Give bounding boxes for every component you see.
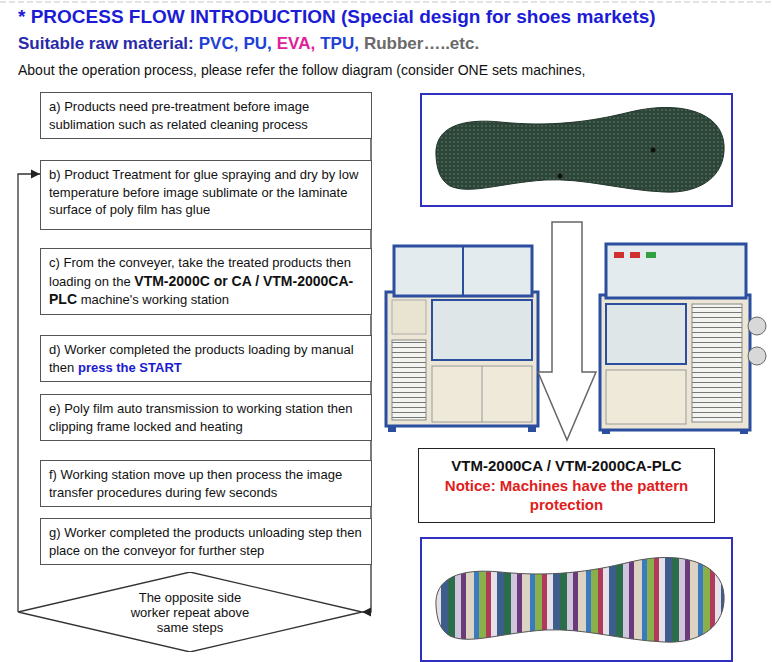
process-box: e) Poly film auto transmission to workin…: [40, 394, 372, 441]
material-label: EVA,: [277, 34, 315, 53]
material-label: Suitable raw material:: [18, 34, 194, 53]
flow-connector: [371, 382, 372, 394]
flow-connector: [371, 315, 372, 335]
flow-connector: [371, 139, 372, 160]
process-box: d) Worker completed the products loading…: [40, 335, 372, 382]
connector-line: [370, 382, 371, 394]
connector-line: [370, 507, 371, 518]
page-title: * PROCESS FLOW INTRODUCTION (Special des…: [18, 6, 656, 28]
node-text: e) Poly film auto transmission to workin…: [49, 401, 352, 434]
diamond-text: The opposite side worker repeat above sa…: [120, 590, 260, 635]
process-box: f) Working station move up then process …: [40, 460, 372, 507]
node-text: a) Products need pre-treatment before im…: [49, 99, 309, 132]
connector-line: [370, 441, 371, 460]
connector-line: [18, 174, 40, 612]
process-box: b) Product Treatment for glue spraying a…: [40, 160, 372, 230]
flow-connector: [371, 230, 372, 248]
material-label: PU,: [243, 34, 271, 53]
material-label: Rubber…..etc.: [364, 34, 479, 53]
process-box: c) From the conveyer, take the treated p…: [40, 248, 372, 315]
flow-connector: [371, 441, 372, 460]
flow-connector: [362, 565, 371, 616]
flow-connector: [18, 170, 40, 613]
node-text: VTM-2000CA / VTM-2000CA-PLC: [427, 456, 706, 476]
arrow-head: [362, 608, 371, 617]
node-text: machine's working station: [81, 292, 229, 307]
flow-connector: [371, 507, 372, 518]
intro-note: About the operation process, please refe…: [18, 62, 585, 78]
node-text: Notice: Machines have the pattern protec…: [427, 476, 706, 515]
node-text: f) Working station move up then process …: [49, 467, 342, 500]
connector-line: [362, 565, 371, 612]
node-text: g) Worker completed the products unloadi…: [49, 525, 362, 558]
connector-line: [370, 139, 371, 160]
connector-line: [370, 315, 371, 335]
node-text: b) Product Treatment for glue spraying a…: [49, 167, 358, 217]
arrow-head: [31, 170, 40, 179]
material-line: Suitable raw material: PVC,PU, EVA, TPU, Rub…: [18, 34, 484, 54]
material-label: PVC,: [199, 34, 239, 53]
notice-box: VTM-2000CA / VTM-2000CA-PLCNotice: Machi…: [418, 448, 715, 523]
decision-diamond: The opposite side worker repeat above sa…: [18, 572, 362, 652]
process-box: g) Worker completed the products unloadi…: [40, 518, 372, 565]
node-text: press the START: [78, 360, 182, 375]
process-box: a) Products need pre-treatment before im…: [40, 92, 372, 139]
node-text: The opposite side worker repeat above sa…: [131, 590, 250, 635]
connector-line: [370, 230, 371, 248]
material-label: TPU,: [320, 34, 359, 53]
